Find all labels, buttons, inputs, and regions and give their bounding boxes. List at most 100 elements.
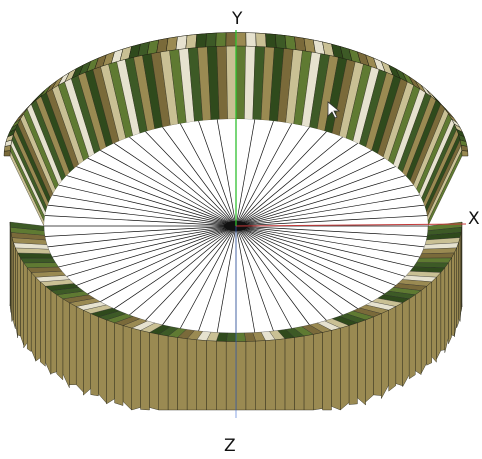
outer-wall-strip <box>45 285 52 375</box>
outer-wall-strip <box>245 340 256 411</box>
z-axis-label: Z <box>224 436 236 456</box>
spoke-line <box>58 225 237 268</box>
back-rim-strip <box>461 150 469 157</box>
outer-wall-strip <box>11 237 14 321</box>
outer-wall-strip <box>381 309 389 399</box>
back-rim-strip <box>175 35 188 51</box>
rim-strip <box>418 252 455 259</box>
outer-wall-strip <box>415 290 422 375</box>
spoke-line <box>145 225 237 321</box>
rim-strip <box>416 257 452 264</box>
outer-wall-strip <box>90 313 99 397</box>
spoke-line <box>235 225 428 237</box>
outer-wall-strip <box>15 247 18 338</box>
spoke-line <box>145 131 237 227</box>
spoke-line <box>198 120 237 227</box>
outer-wall-strip <box>431 276 437 363</box>
outer-wall-strip <box>388 306 397 392</box>
outer-wall-strip <box>83 309 91 396</box>
outer-wall-strip <box>448 257 452 344</box>
spoke-line <box>58 184 237 227</box>
outer-wall-strip <box>348 322 358 405</box>
spoke-line <box>87 225 237 295</box>
outer-wall-strip <box>402 298 410 387</box>
outer-wall-strip <box>114 322 124 406</box>
outer-wall-strip <box>451 252 455 337</box>
outer-wall-strip <box>313 332 323 411</box>
spoke-line <box>162 225 237 326</box>
back-rim-strip <box>195 33 207 48</box>
spoke-line <box>216 225 237 333</box>
rim-strip <box>23 262 59 268</box>
outer-wall-strip <box>456 242 459 328</box>
outer-wall-strip <box>40 281 46 367</box>
spoke-line <box>235 225 327 321</box>
spoke-line <box>113 225 237 310</box>
outer-wall-strip <box>444 262 449 353</box>
back-rim-strip <box>255 32 267 48</box>
back-rim-strip <box>274 34 287 49</box>
outer-wall-strip <box>454 247 457 337</box>
outer-wall-strip <box>331 327 341 411</box>
outer-wall-strip <box>196 339 207 411</box>
outer-wall-strip <box>395 302 403 387</box>
outer-wall-strip <box>303 334 314 411</box>
spoke-line <box>100 225 237 302</box>
spoke-line <box>47 204 237 227</box>
spoke-line <box>66 175 237 227</box>
outer-wall-strip <box>62 298 70 388</box>
spoke-line <box>235 120 274 227</box>
outer-wall-strip <box>294 335 305 411</box>
outer-wall-strip <box>131 327 141 411</box>
outer-wall-strip <box>255 340 266 411</box>
outer-wall-strip <box>440 267 445 351</box>
outer-wall-strip <box>265 339 276 411</box>
back-rim-strip <box>460 144 469 152</box>
spoke-line <box>235 225 359 310</box>
back-rim-strip <box>235 32 247 47</box>
back-rim-strip <box>215 32 227 47</box>
outer-wall-strip <box>23 262 28 349</box>
spoke-line <box>235 225 385 295</box>
spoke-line <box>235 136 343 227</box>
outer-wall-strip <box>122 325 132 411</box>
outer-wall-strip <box>98 316 107 404</box>
outer-wall-strip <box>206 340 217 411</box>
spoke-line <box>235 225 343 316</box>
spoke-line <box>235 131 327 227</box>
spoke-line <box>179 225 237 329</box>
back-rim-strip <box>265 33 277 48</box>
spoke-line <box>44 215 237 227</box>
spoke-line <box>76 166 237 227</box>
outer-wall-strip <box>408 294 416 380</box>
outer-wall-strip <box>420 285 427 374</box>
outer-wall-strip <box>30 272 36 361</box>
y-axis-label: Y <box>231 9 243 29</box>
outer-wall-strip <box>365 316 374 403</box>
outer-wall-strip <box>186 338 197 411</box>
spoke-line <box>76 225 237 286</box>
outer-wall-strip <box>20 257 24 345</box>
spoke-line <box>235 150 372 227</box>
spoke-line <box>235 225 274 332</box>
outer-wall-strip <box>140 330 150 411</box>
outer-wall-strip <box>106 319 115 405</box>
outer-wall-strip <box>50 290 57 374</box>
spoke-line <box>129 225 237 316</box>
spoke-line <box>129 136 237 227</box>
spoke-line <box>235 225 310 326</box>
outer-wall-strip <box>69 302 77 386</box>
spoke-line <box>235 225 293 329</box>
outer-wall-strip <box>149 332 159 411</box>
outer-wall-strip <box>17 252 21 337</box>
spoke-line <box>235 166 396 227</box>
ring-inner-back-wall <box>3 32 469 227</box>
outer-wall-strip <box>322 330 332 411</box>
spoke-line <box>198 225 237 332</box>
outer-wall-strip <box>56 294 64 381</box>
spoke-line <box>235 215 428 227</box>
x-axis-line <box>235 223 467 227</box>
back-rim-strip <box>225 32 237 47</box>
outer-wall-strip <box>13 242 16 329</box>
